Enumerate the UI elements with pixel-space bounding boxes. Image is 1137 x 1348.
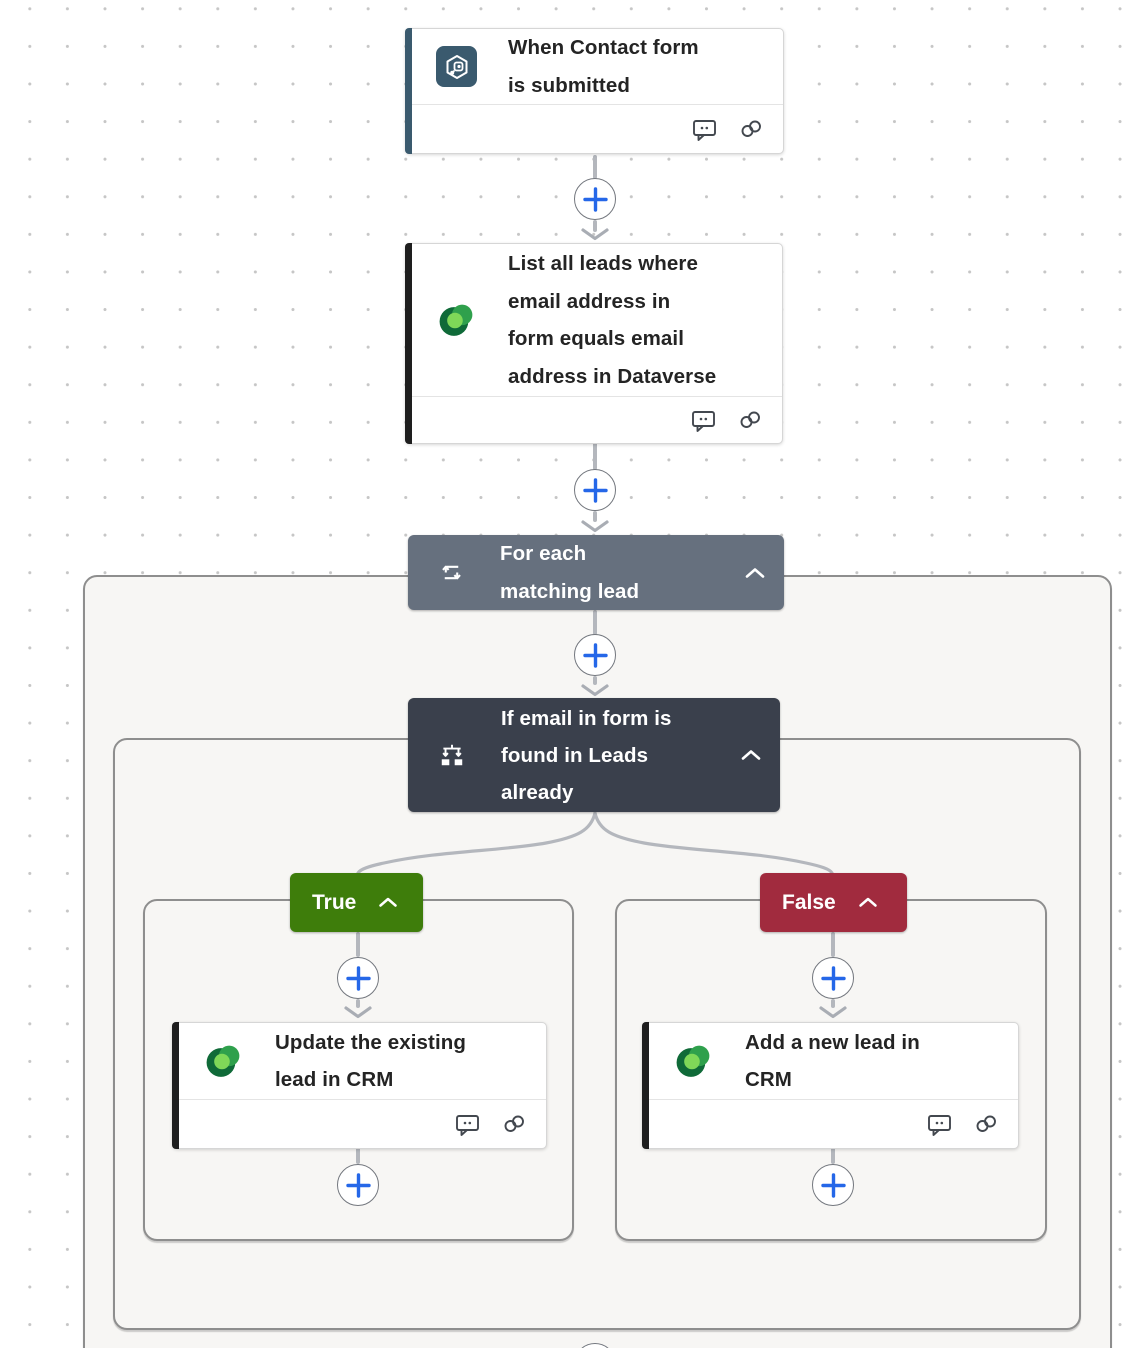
- trigger-title: When Contact form is submitted: [508, 36, 699, 97]
- comment-icon[interactable]: [691, 408, 717, 433]
- trigger-accent-bar: [405, 28, 412, 154]
- link-icon[interactable]: [501, 1113, 528, 1135]
- connector-line: [356, 932, 360, 957]
- plus-icon: [820, 965, 846, 991]
- list-leads-title: List all leads where email address in fo…: [508, 252, 717, 388]
- insert-step-button[interactable]: [574, 469, 616, 511]
- chevron-up-icon[interactable]: [744, 567, 766, 579]
- branch-split-connector: [356, 811, 834, 875]
- chevron-up-icon[interactable]: [740, 749, 762, 761]
- connector-line: [593, 155, 597, 179]
- action-accent-bar: [642, 1022, 649, 1149]
- list-leads-action-card[interactable]: List all leads where email address in fo…: [405, 243, 783, 444]
- loop-icon: [438, 559, 465, 586]
- condition-title: If email in form is found in Leads alrea…: [501, 706, 672, 804]
- plus-icon: [345, 1172, 371, 1198]
- action-accent-bar: [172, 1022, 179, 1149]
- plus-icon: [582, 186, 608, 212]
- update-lead-action-card[interactable]: Update the existing lead in CRM: [172, 1022, 547, 1149]
- arrow-down-icon: [581, 684, 609, 697]
- insert-step-button[interactable]: [574, 634, 616, 676]
- comment-icon[interactable]: [692, 117, 718, 142]
- dataverse-icon: [436, 300, 477, 341]
- arrow-down-icon: [581, 520, 609, 533]
- plus-icon: [582, 642, 608, 668]
- plus-icon: [345, 965, 371, 991]
- add-lead-title: Add a new lead in CRM: [745, 1030, 920, 1092]
- link-icon[interactable]: [738, 118, 765, 140]
- arrow-down-icon: [344, 1006, 372, 1019]
- plus-icon: [582, 477, 608, 503]
- for-each-title: For each matching lead: [500, 542, 640, 603]
- link-icon[interactable]: [737, 409, 764, 431]
- add-lead-action-card[interactable]: Add a new lead in CRM: [642, 1022, 1019, 1149]
- insert-step-button[interactable]: [574, 178, 616, 220]
- update-lead-title: Update the existing lead in CRM: [275, 1030, 466, 1092]
- trigger-card[interactable]: When Contact form is submitted: [405, 28, 784, 154]
- insert-step-button[interactable]: [812, 957, 854, 999]
- connector-line: [593, 441, 597, 470]
- chevron-up-icon: [858, 897, 878, 908]
- false-branch-badge[interactable]: False: [760, 873, 907, 932]
- comment-icon[interactable]: [455, 1112, 481, 1137]
- connector-line: [593, 511, 597, 522]
- link-icon[interactable]: [973, 1113, 1000, 1135]
- false-branch-label: False: [782, 891, 836, 914]
- contact-form-trigger-icon: [436, 46, 477, 87]
- chevron-up-icon: [378, 897, 398, 908]
- connector-line: [593, 220, 597, 232]
- connector-line: [593, 610, 597, 635]
- insert-step-button[interactable]: [337, 957, 379, 999]
- arrow-down-icon: [819, 1006, 847, 1019]
- branch-condition-icon: [438, 741, 466, 769]
- true-branch-badge[interactable]: True: [290, 873, 423, 932]
- plus-icon: [820, 1172, 846, 1198]
- connector-line: [831, 1147, 835, 1164]
- dataverse-icon: [673, 1041, 714, 1082]
- connector-line: [356, 1147, 360, 1164]
- connector-line: [356, 999, 360, 1008]
- true-branch-label: True: [312, 891, 357, 914]
- connector-line: [831, 999, 835, 1008]
- connector-line: [831, 932, 835, 957]
- action-accent-bar: [405, 243, 412, 444]
- connector-line: [593, 676, 597, 685]
- condition-card[interactable]: If email in form is found in Leads alrea…: [408, 698, 780, 812]
- insert-step-button[interactable]: [337, 1164, 379, 1206]
- arrow-down-icon: [581, 228, 609, 241]
- for-each-header[interactable]: For each matching lead: [408, 535, 784, 610]
- insert-step-button[interactable]: [812, 1164, 854, 1206]
- dataverse-icon: [203, 1041, 244, 1082]
- comment-icon[interactable]: [927, 1112, 953, 1137]
